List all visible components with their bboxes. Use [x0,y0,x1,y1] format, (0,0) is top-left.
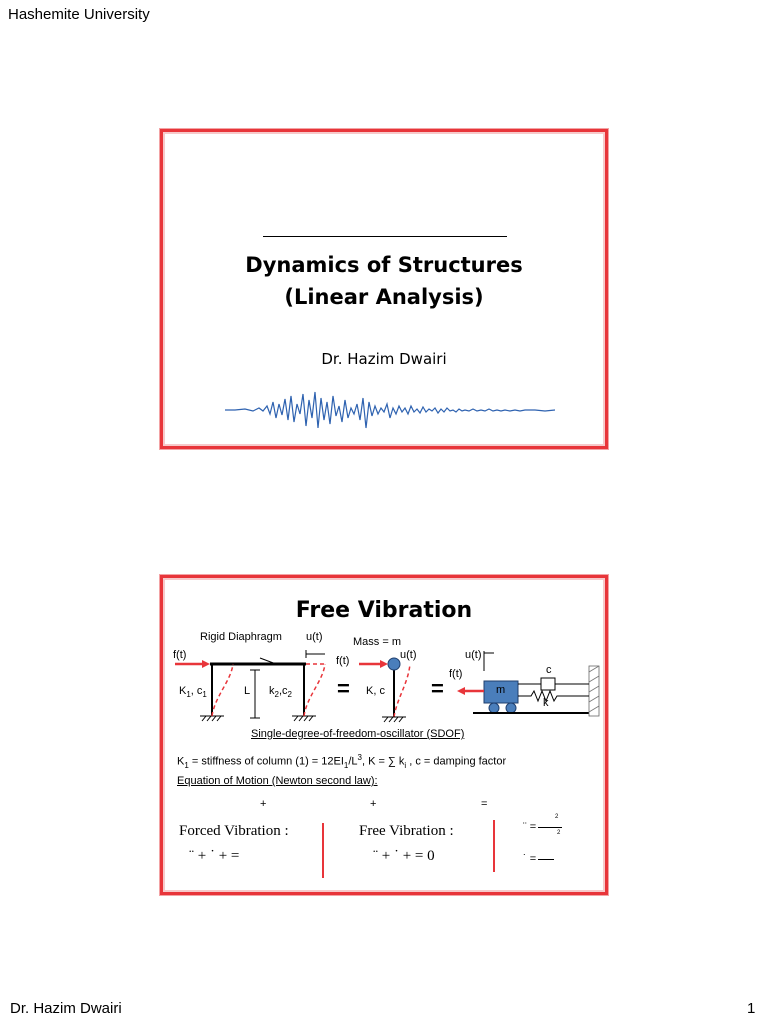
divider-2 [493,820,495,872]
stiffness-definition: K1 = stiffness of column (1) = 12EI1/L3,… [177,753,507,770]
page-header: Hashemite University [8,6,150,23]
newton-plus-2: + [370,798,377,810]
slide-title: Dynamics of Structures (Linear Analysis)… [160,129,608,449]
label-osc-k: k [543,697,549,709]
deflected-shape-1 [211,663,234,717]
page-footer-author: Dr. Hazim Dwairi [10,1000,122,1017]
free-vibration-label: Free Vibration : [359,823,454,839]
label-mass: Mass = m [353,636,401,648]
newton-plus-1: + [260,798,267,810]
velocity-definition: ˙ = [523,853,555,865]
wheel-1 [488,702,500,714]
diaphragm-leader [259,657,277,665]
acceleration-sup: 2 [555,814,559,820]
free-vibration-equation: ¨ + ˙ + = 0 [373,848,435,864]
deflected-shape-2 [303,663,326,717]
acceleration-definition: ¨ = [523,821,563,833]
label-ut-2: u(t) [400,649,417,661]
forced-vibration-label: Forced Vibration : [179,823,289,839]
seismogram-icon [225,391,555,429]
slide-author: Dr. Hazim Dwairi [321,350,447,368]
newton-equals: = [481,798,488,810]
damper [518,677,589,691]
forced-vibration-equation: ¨ + ˙ + = [189,848,240,864]
equation-header: Equation of Motion (Newton second law): [177,775,378,787]
title-line-1: Dynamics of Structures [245,253,523,277]
title-line-2: (Linear Analysis) [284,285,484,309]
label-osc-ft: f(t) [449,668,463,680]
deflected-shape-3 [393,663,411,718]
equals-sign-2: = [431,676,444,701]
lumped-mass [387,657,401,671]
label-kc: K, c [366,685,385,697]
slide-free-vibration: Free Vibration [160,575,608,895]
divider-1 [322,823,324,878]
slide-title-text: Dynamics of Structures (Linear Analysis) [163,249,605,313]
acceleration-sub: 2 [557,830,561,836]
label-ut-1: u(t) [306,631,323,643]
frame-diagrams [175,650,600,723]
equals-sign-1: = [337,676,350,701]
label-k1-c1: K1, c1 [179,685,207,700]
label-L: L [244,685,251,697]
label-k2-c2: k2,c2 [269,685,292,700]
title-rule [263,236,507,237]
label-osc-c: c [546,664,552,676]
label-osc-m: m [496,684,506,696]
slide-title-text: Free Vibration [295,598,473,623]
label-ft-2: f(t) [336,655,350,667]
label-osc-ut: u(t) [465,649,482,661]
spring [518,689,589,703]
wheel-2 [505,702,517,714]
label-ft-1: f(t) [173,649,187,661]
page-number: 1 [747,1000,756,1017]
sdof-caption: Single-degree-of-freedom-oscillator (SDO… [251,728,465,740]
wall [588,665,600,717]
label-rigid-diaphragm: Rigid Diaphragm [200,631,282,643]
